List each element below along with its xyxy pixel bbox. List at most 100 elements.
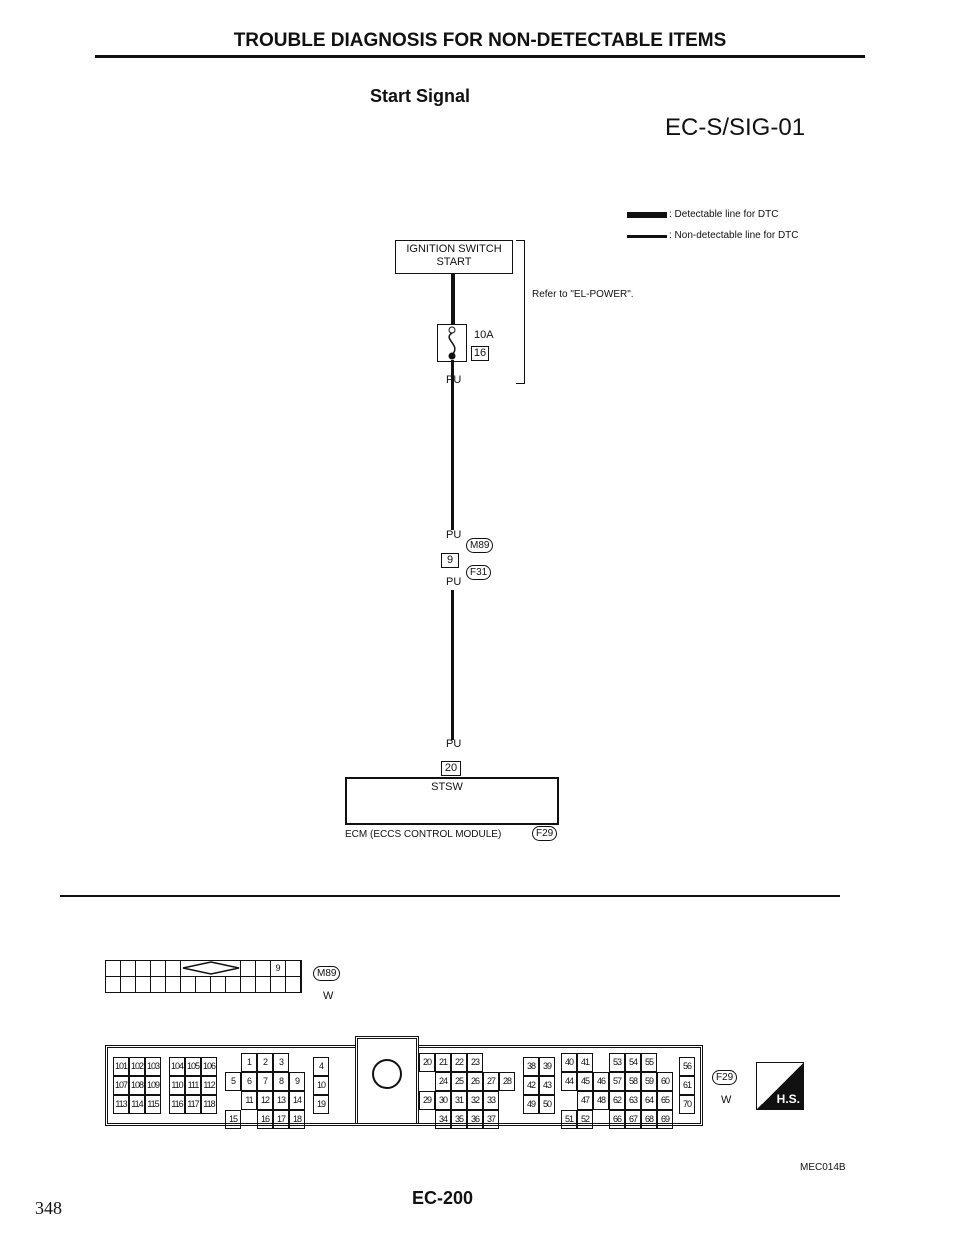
terminal-cavity: 106: [201, 1057, 217, 1076]
fuse-number: 16: [471, 346, 489, 361]
terminal-cavity: 25: [451, 1072, 467, 1091]
terminal-cavity: [289, 1053, 305, 1072]
connector-cavity: 9: [271, 961, 286, 977]
terminal-cavity: [483, 1053, 499, 1072]
terminal-cavity: [225, 1053, 241, 1072]
connector-m89-color: W: [323, 990, 334, 1002]
terminal-cavity: 69: [657, 1110, 673, 1129]
page-label: EC-200: [412, 1188, 474, 1208]
terminal-cavity: 54: [625, 1053, 641, 1072]
harness-side-label: H.S.: [776, 1092, 800, 1106]
terminal-cavity: 56: [679, 1057, 695, 1076]
terminal-cavity: 18: [289, 1110, 305, 1129]
terminal-cavity: 59: [641, 1072, 657, 1091]
terminal-cavity: 5: [225, 1072, 241, 1091]
ecm-pin: 20: [441, 761, 461, 776]
ignition-switch-box: IGNITION SWITCH START: [395, 240, 513, 274]
terminal-cavity: 116: [169, 1095, 185, 1114]
connector-cavity: [136, 961, 151, 977]
connector-f29-lock: [355, 1036, 419, 1123]
terminal-cavity: 3: [273, 1053, 289, 1072]
legend-thick-line: [627, 212, 667, 218]
refer-note: Refer to "EL-POWER".: [532, 289, 634, 300]
connector-cavity: [241, 977, 256, 992]
connector-cavity: [196, 977, 211, 992]
connector-cavity: [121, 961, 136, 977]
terminal-cavity: 62: [609, 1091, 625, 1110]
wire-color: PU: [446, 576, 462, 588]
terminal-cavity: 41: [577, 1053, 593, 1072]
connector-cavity: [226, 977, 241, 992]
ignition-start-label: START: [436, 256, 472, 268]
terminal-cavity: 43: [539, 1076, 555, 1095]
harness-side-icon: H.S.: [756, 1062, 804, 1110]
terminal-cavity: 48: [593, 1091, 609, 1110]
terminal-cavity: 30: [435, 1091, 451, 1110]
section-divider: [60, 895, 840, 897]
terminal-cavity: 112: [201, 1076, 217, 1095]
terminal-cavity: 63: [625, 1091, 641, 1110]
connector-key-icon: [181, 961, 241, 977]
terminal-cavity: [499, 1053, 515, 1072]
terminal-cavity: 46: [593, 1072, 609, 1091]
connector-m89-id: M89: [313, 966, 341, 981]
terminal-cavity: 8: [273, 1072, 289, 1091]
terminal-cavity: 29: [419, 1091, 435, 1110]
terminal-cavity: 10: [313, 1076, 329, 1095]
terminal-cavity: 104: [169, 1057, 185, 1076]
terminal-cavity: [593, 1110, 609, 1129]
fuse-rating: 10A: [474, 329, 494, 341]
connector-cavity: [166, 977, 181, 992]
wire-color: PU: [446, 529, 462, 541]
terminal-cavity: 45: [577, 1072, 593, 1091]
terminal-cavity: [657, 1053, 673, 1072]
terminal-cavity: 35: [451, 1110, 467, 1129]
connector-id-m89: M89: [466, 538, 494, 553]
power-bracket: [516, 240, 525, 384]
terminal-cavity: 16: [257, 1110, 273, 1129]
wire-segment: [451, 360, 454, 530]
page-number: 348: [35, 1198, 62, 1218]
terminal-cavity: 53: [609, 1053, 625, 1072]
terminal-cavity: 65: [657, 1091, 673, 1110]
terminal-cavity: 55: [641, 1053, 657, 1072]
terminal-cavity: 9: [289, 1072, 305, 1091]
connector-cavity: [166, 961, 181, 977]
fuse-icon: [448, 326, 456, 360]
terminal-cavity: 38: [523, 1057, 539, 1076]
terminal-cavity: 68: [641, 1110, 657, 1129]
terminal-cavity: 51: [561, 1110, 577, 1129]
ecm-label: ECM (ECCS CONTROL MODULE): [345, 829, 502, 840]
connector-cavity: [106, 977, 121, 992]
lock-circle-icon: [372, 1059, 402, 1089]
terminal-cavity: [499, 1091, 515, 1110]
terminal-cavity: 108: [129, 1076, 145, 1095]
terminal-cavity: 39: [539, 1057, 555, 1076]
terminal-cavity: 21: [435, 1053, 451, 1072]
terminal-cavity: 36: [467, 1110, 483, 1129]
terminal-cavity: 114: [129, 1095, 145, 1114]
connector-cavity: [136, 977, 151, 992]
terminal-cavity: 118: [201, 1095, 217, 1114]
terminal-cavity: 67: [625, 1110, 641, 1129]
terminal-cavity: 27: [483, 1072, 499, 1091]
terminal-cavity: [593, 1053, 609, 1072]
terminal-cavity: 42: [523, 1076, 539, 1095]
terminal-cavity: 57: [609, 1072, 625, 1091]
terminal-cavity: 22: [451, 1053, 467, 1072]
terminal-cavity: 14: [289, 1091, 305, 1110]
connector-cavity: [211, 977, 226, 992]
terminal-cavity: [419, 1072, 435, 1091]
diagram-code: EC-S/SIG-01: [665, 114, 806, 141]
ecm-box: STSW: [345, 777, 559, 825]
connector-f29-id: F29: [712, 1070, 738, 1085]
